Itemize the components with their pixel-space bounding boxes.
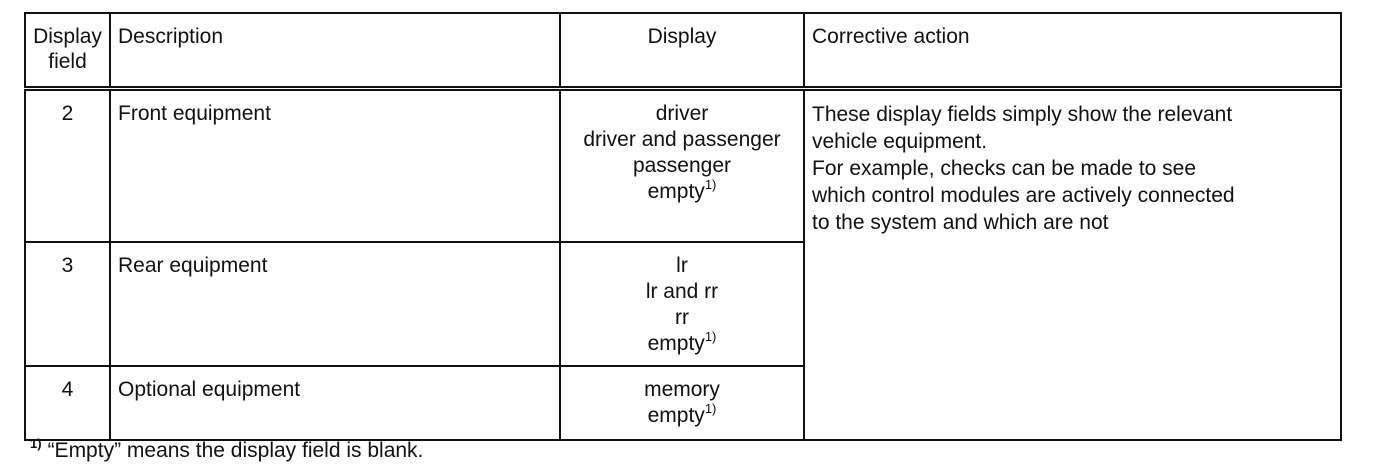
- corrective-action-text: which control modules are actively conne…: [812, 184, 1235, 207]
- display-field-number: 4: [24, 365, 111, 441]
- display-value: passenger: [632, 154, 732, 177]
- table-row: 4 Optional equipment memory empty1): [24, 365, 1341, 441]
- display-value: memory: [644, 378, 720, 401]
- table-row: 2 Front equipment driver driver and pass…: [24, 87, 1342, 441]
- display-value: empty1): [647, 401, 717, 427]
- corrective-action-text: vehicle equipment.: [812, 130, 988, 153]
- table-header-row: Display field Description Display Correc…: [24, 12, 1342, 91]
- description-cell: Optional equipment: [109, 365, 561, 441]
- display-value: lr and rr: [645, 280, 719, 303]
- footnote-marker: 1): [30, 436, 42, 451]
- footnote: 1) “Empty” means the display field is bla…: [30, 436, 424, 464]
- description-cell: Rear equipment: [109, 241, 561, 367]
- display-value: empty1): [647, 177, 717, 203]
- display-values-cell: lr lr and rr rr empty1): [559, 241, 805, 367]
- display-value: driver: [655, 102, 709, 125]
- header-display: Display: [559, 12, 805, 91]
- display-fields-table: Display field Description Display Correc…: [24, 12, 1342, 441]
- display-field-number: 2: [24, 87, 111, 243]
- header-description: Description: [109, 12, 561, 91]
- display-values-cell: memory empty1): [559, 365, 805, 441]
- footnote-text: “Empty” means the display field is blank…: [47, 439, 424, 462]
- header-corrective-action: Corrective action: [803, 12, 1342, 91]
- display-value: empty1): [647, 329, 717, 355]
- corrective-action-text: These display fields simply show the rel…: [812, 103, 1233, 126]
- corrective-action-text: For example, checks can be made to see: [812, 157, 1197, 180]
- description-cell: Front equipment: [109, 87, 561, 243]
- display-field-number: 3: [24, 241, 111, 367]
- display-values-cell: driver driver and passenger passenger em…: [559, 87, 805, 243]
- display-value: driver and passenger: [583, 128, 781, 151]
- footnote-reference: 1): [704, 401, 717, 416]
- header-display-field: Display field: [24, 12, 111, 91]
- corrective-action-text: to the system and which are not: [812, 211, 1109, 234]
- footnote-reference: 1): [704, 177, 717, 192]
- display-value: rr: [675, 306, 689, 329]
- corrective-action-cell: These display fields simply show the rel…: [803, 87, 1342, 441]
- table-row: 3 Rear equipment lr lr and rr rr empty1): [24, 241, 1341, 367]
- footnote-reference: 1): [704, 329, 717, 344]
- display-value: lr: [676, 254, 688, 277]
